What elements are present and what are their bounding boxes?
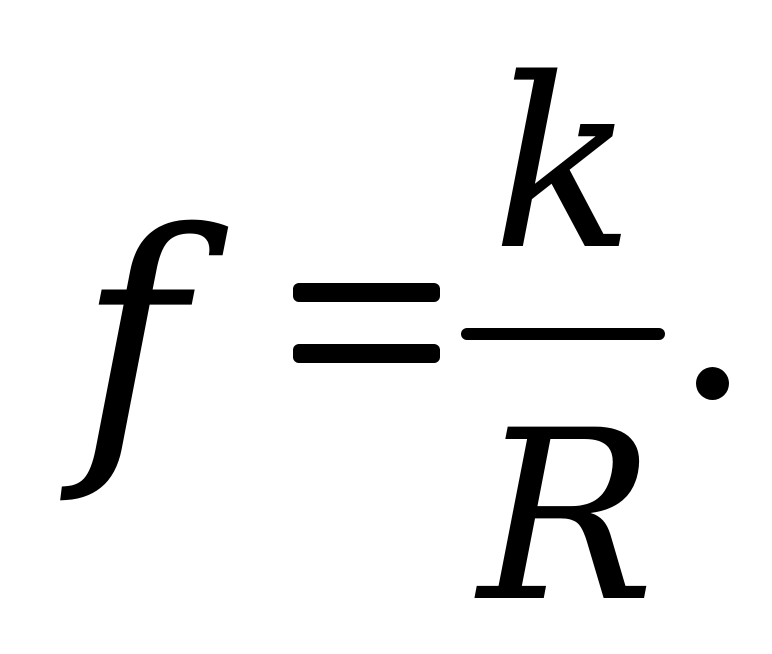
fraction-line	[461, 328, 665, 340]
fraction-denominator-R: R	[478, 381, 655, 654]
variable-f: f	[78, 172, 186, 509]
trailing-period	[696, 367, 729, 400]
equals-sign-bottom-bar	[293, 344, 440, 363]
fraction-numerator-k: k	[492, 29, 635, 302]
equals-sign-top-bar	[293, 283, 440, 302]
